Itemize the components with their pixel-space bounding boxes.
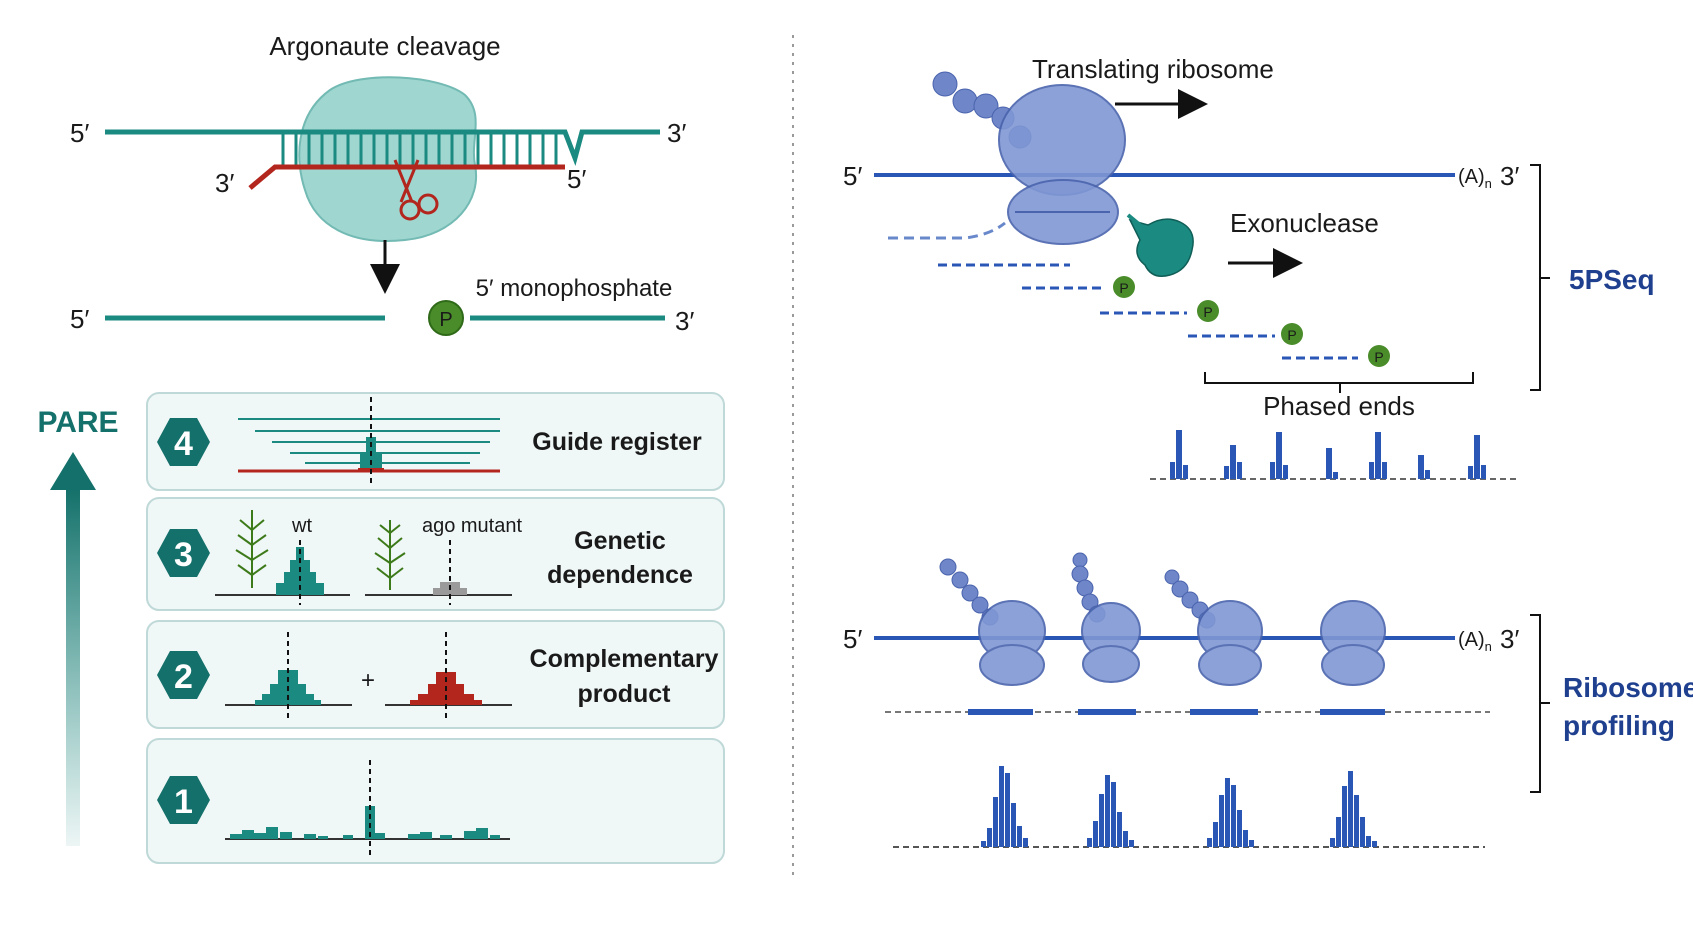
wt-label: wt (291, 515, 312, 537)
product-5prime-label: 5′ (70, 304, 89, 334)
mrna-5prime-5pseq: 5′ (843, 161, 862, 191)
phased-ends-brace (1204, 372, 1474, 393)
pare-arrow: PARE (37, 406, 119, 846)
step-3-label-line1: Genetic (574, 527, 666, 555)
step-panel-4: 4 Guide register (146, 392, 725, 491)
exonuclease-label: Exonuclease (1230, 208, 1379, 238)
step-panel-3: 3 wt ago mutant Genetic dep (146, 497, 725, 611)
degraded-mrna-tail (888, 221, 1006, 240)
mutant-peak (365, 540, 512, 605)
ribosome-footprints (885, 709, 1490, 715)
phosphate-icon (428, 300, 464, 336)
translating-ribosome (998, 84, 1126, 245)
svg-text:4: 4 (174, 425, 193, 463)
step-panel-2: 2 + Complementary product (146, 620, 725, 729)
svg-text:P: P (1203, 304, 1212, 320)
exonuclease-enzyme (1126, 213, 1194, 277)
plant-mutant-icon (374, 520, 406, 590)
footprint-histograms (893, 766, 1485, 848)
profiling-ribosomes (978, 600, 1386, 686)
svg-text:2: 2 (174, 658, 193, 696)
polyA-profiling: (A)n (1458, 629, 1492, 654)
svg-text:P: P (1287, 327, 1296, 343)
fivepseq-bracket (1530, 164, 1550, 391)
fivepseq-diagram: Translating ribosome 5′ (A)n 3′ Exonucle… (843, 54, 1655, 480)
target-5prime: 5′ (70, 118, 89, 148)
ribosome-profiling-bracket (1530, 614, 1550, 793)
ago-mutant-label: ago mutant (422, 515, 523, 537)
ribosome-profiling-diagram: 5′ (A)n 3′ (843, 552, 1693, 848)
step-4-label: Guide register (532, 428, 702, 456)
mrna-3prime-5pseq: 3′ (1500, 161, 1519, 191)
phased-ends-histogram (1150, 430, 1520, 480)
base-pairs (281, 132, 558, 165)
translating-ribosome-label: Translating ribosome (1032, 54, 1274, 84)
complementary-peak-teal (225, 632, 352, 722)
ribosome-profiling-label-line2: profiling (1563, 710, 1675, 741)
step-badge-2 (157, 651, 210, 699)
plus-sign: + (361, 667, 375, 694)
product-3prime-label: 3′ (675, 306, 694, 336)
polyA-5pseq: (A)n (1458, 166, 1492, 191)
svg-text:3: 3 (174, 536, 193, 574)
ribosome-profiling-label-line1: Ribosome (1563, 672, 1693, 703)
step-badge-4 (157, 418, 210, 466)
step-badge-3 (157, 529, 210, 577)
svg-text:1: 1 (174, 783, 193, 821)
step-badge-1 (157, 776, 210, 824)
mrna-3prime-profiling: 3′ (1500, 624, 1519, 654)
pare-label: PARE (37, 406, 118, 439)
plant-wt-icon (235, 510, 269, 588)
svg-text:P: P (1374, 349, 1383, 365)
svg-text:P: P (1119, 280, 1128, 296)
phased-fragments (938, 263, 1358, 360)
mrna-5prime-profiling: 5′ (843, 624, 862, 654)
guide-3prime: 3′ (215, 168, 234, 198)
step-2-label-line2: product (577, 680, 671, 708)
guide-5prime: 5′ (567, 164, 586, 194)
phosphate-symbol: P (439, 309, 452, 331)
target-3prime: 3′ (667, 118, 686, 148)
step-3-label-line2: dependence (547, 561, 693, 589)
scissors-icon (393, 159, 439, 221)
phased-ends-label: Phased ends (1263, 391, 1415, 421)
argonaute-cleavage-diagram: Argonaute cleavage 5′ 3 (70, 31, 694, 336)
fivepseq-label: 5PSeq (1569, 264, 1655, 295)
guide-register-plot (238, 397, 500, 485)
monophosphate-label: 5′ monophosphate (476, 275, 673, 302)
fragment-phosphates: P P P P (1113, 276, 1390, 367)
single-peak-plot (225, 760, 510, 856)
step-2-label-line1: Complementary (530, 645, 719, 673)
guide-strand (248, 164, 565, 190)
profiling-peptides (939, 552, 1216, 629)
complementary-peak-red (385, 632, 512, 722)
step-panel-1: 1 (146, 738, 725, 864)
wt-peak (215, 540, 350, 605)
argonaute-title: Argonaute cleavage (269, 31, 500, 61)
